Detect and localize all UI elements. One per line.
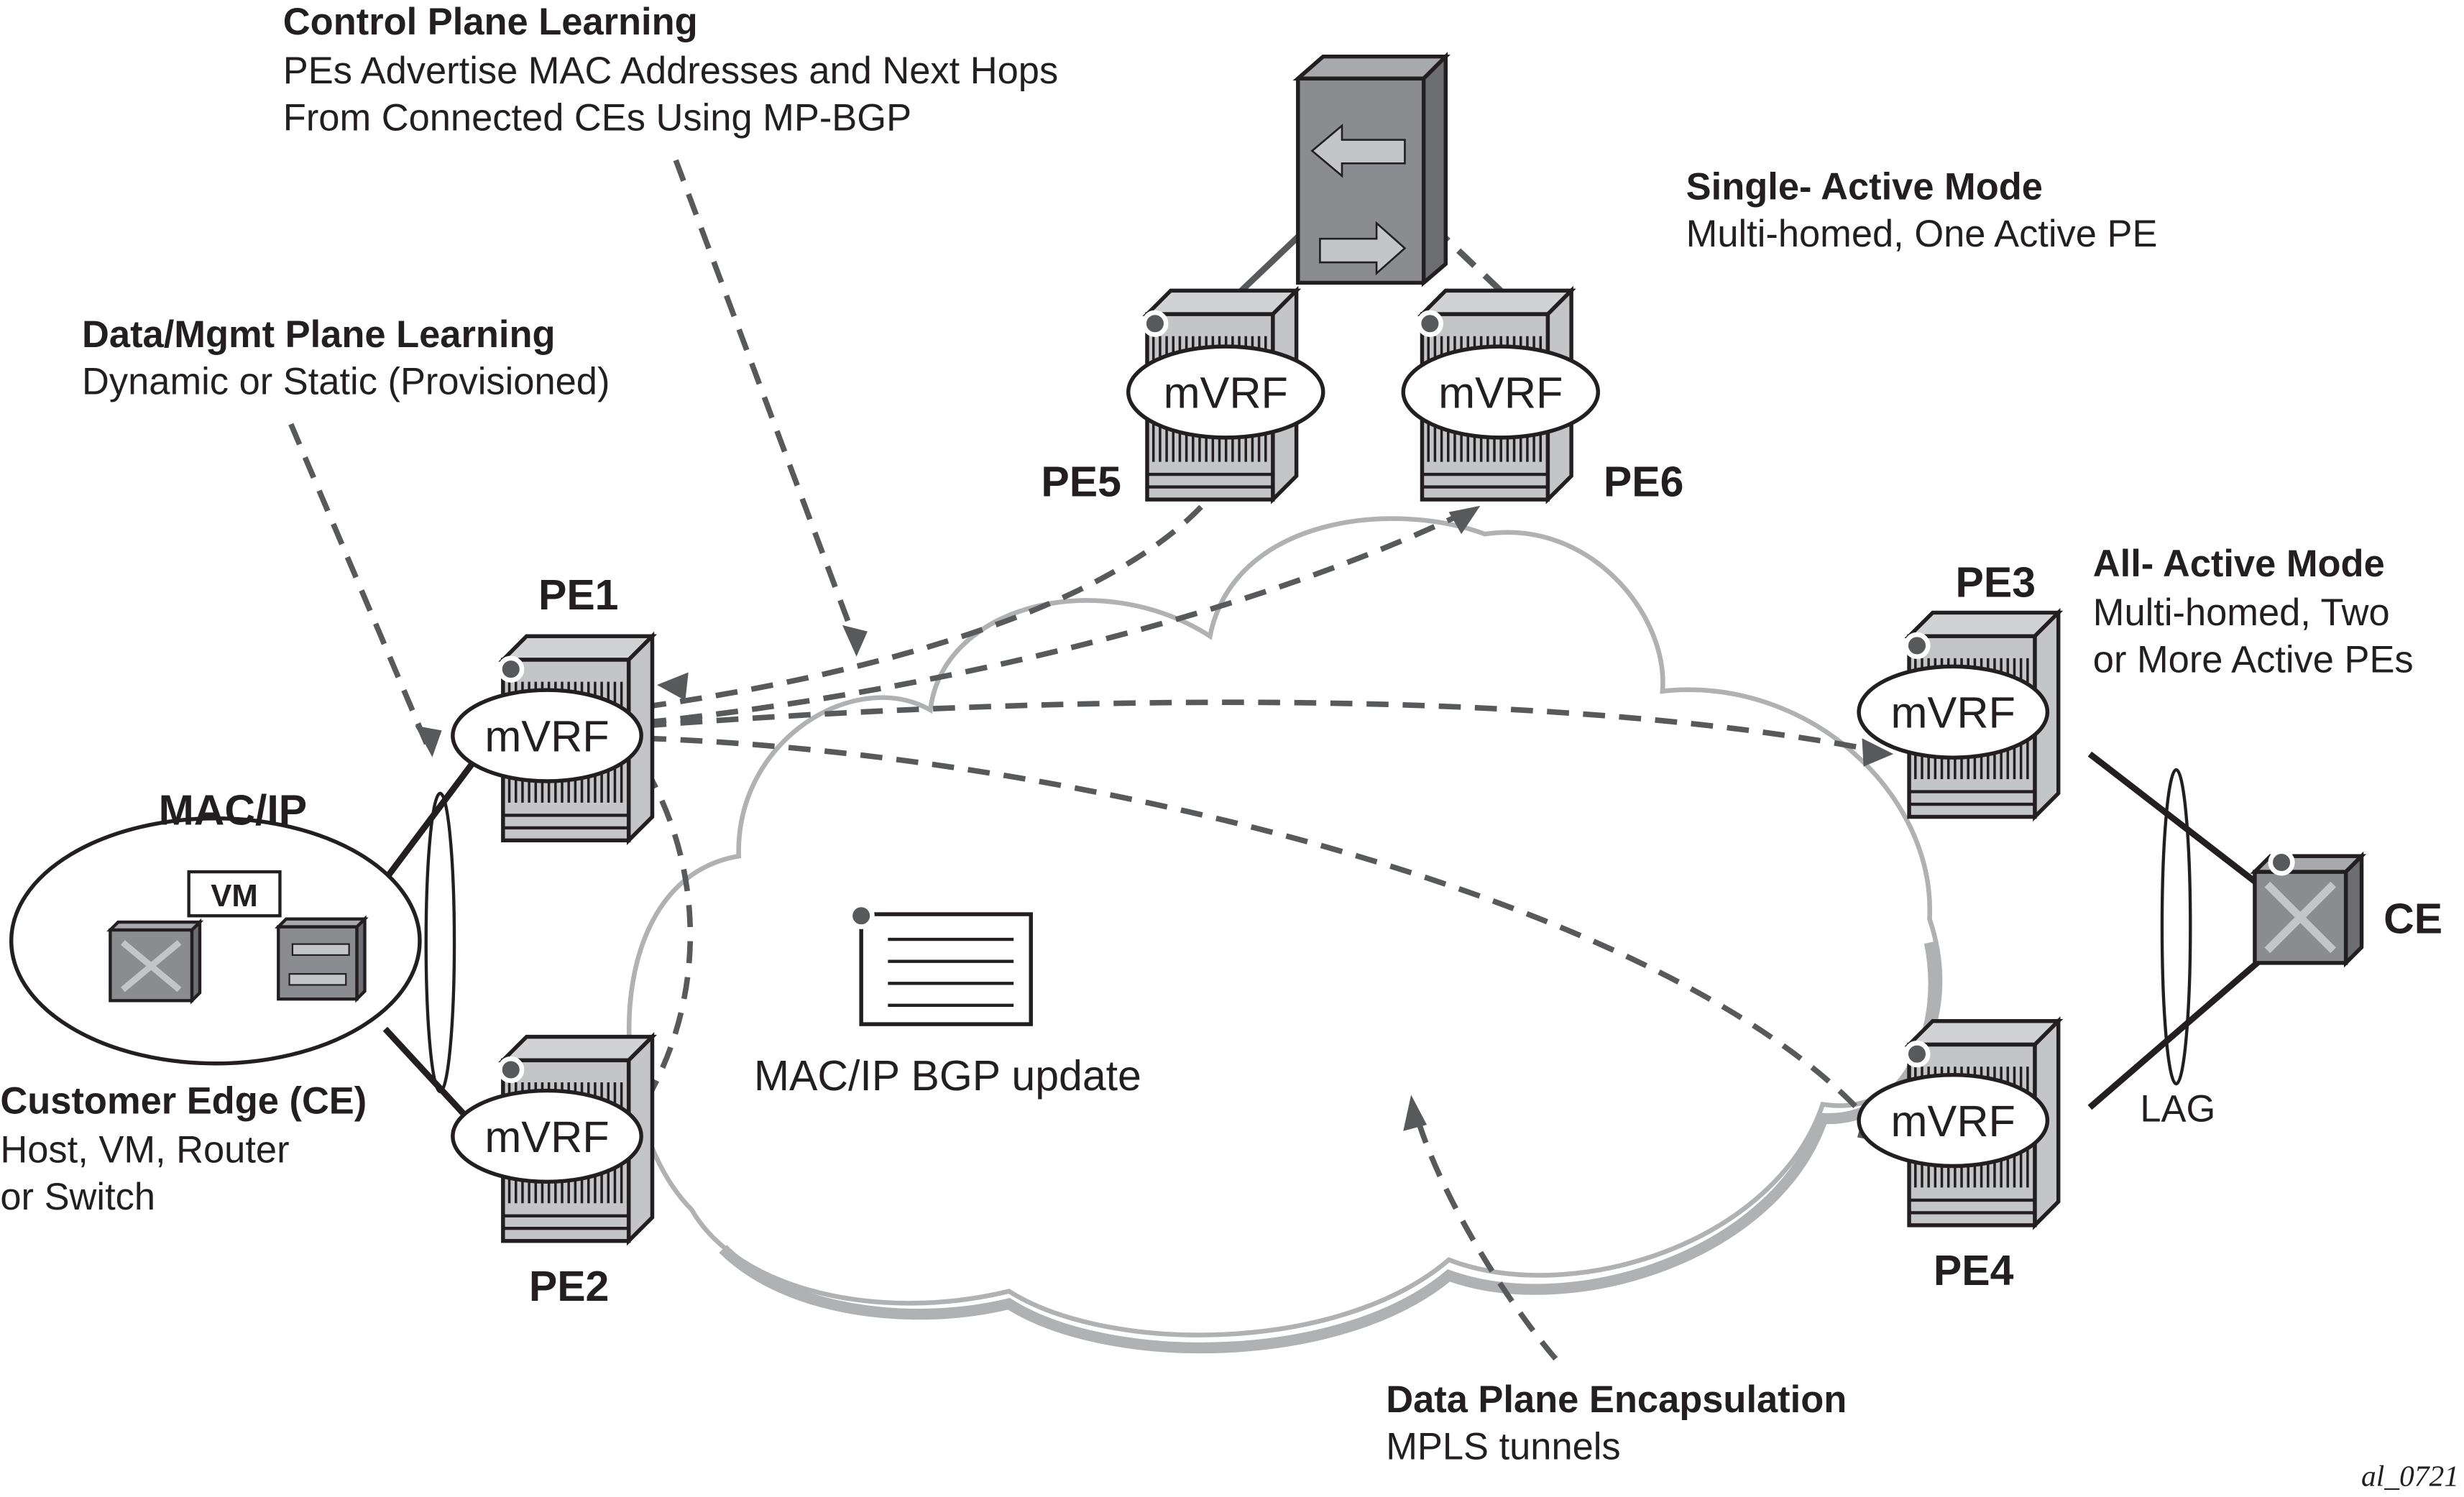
router-icon — [274, 915, 369, 1003]
pe3-label: PE3 — [1955, 559, 2036, 607]
svg-text:Multi-homed, One Active PE: Multi-homed, One Active PE — [1686, 213, 2158, 255]
pe1-router: mVRF — [451, 631, 658, 845]
pe3-router: mVRF — [1857, 607, 2064, 822]
mvrf-ellipse — [451, 688, 643, 783]
mvrf-ellipse — [1126, 344, 1325, 440]
pe5-router: mVRF — [1126, 285, 1325, 505]
pe2-label: PE2 — [529, 1263, 610, 1310]
ce-label: CE — [2383, 895, 2442, 942]
annotation-control-plane: Control Plane Learning PEs Advertise MAC… — [283, 1, 1058, 139]
annotation-data-mgmt-plane: Data/Mgmt Plane Learning Dynamic or Stat… — [82, 314, 610, 403]
annotation-all-active: All- Active Mode Multi-homed, Two or Mor… — [2093, 543, 2414, 681]
links — [382, 198, 2265, 1133]
mvrf-ellipse — [1857, 1072, 2050, 1169]
mvrf-ellipse — [451, 1088, 643, 1184]
mac-ip-group: VM MAC/IP — [9, 787, 422, 1066]
svg-text:Control Plane Learning: Control Plane Learning — [283, 1, 698, 43]
pe2-router: mVRF — [451, 1031, 658, 1246]
svg-text:MPLS tunnels: MPLS tunnels — [1386, 1427, 1620, 1468]
annotation-customer-edge: Customer Edge (CE) Host, VM, Router or S… — [0, 1081, 367, 1218]
mvrf-label: mVRF — [1891, 688, 2015, 737]
bgp-update-document-icon — [847, 902, 1033, 1026]
mvrf-label: mVRF — [1438, 368, 1563, 417]
pe4-label: PE4 — [1934, 1247, 2014, 1294]
mvrf-ellipse — [1401, 344, 1601, 440]
bgp-update-label: MAC/IP BGP update — [754, 1052, 1141, 1100]
mvrf-label: mVRF — [484, 1113, 609, 1161]
svg-text:Data Plane Encapsulation: Data Plane Encapsulation — [1386, 1379, 1847, 1421]
vm-box — [187, 870, 282, 918]
svg-text:Dynamic or Static (Provisioned: Dynamic or Static (Provisioned) — [82, 361, 610, 403]
figure-id: al_0721 — [2361, 1460, 2459, 1493]
svg-text:Data/Mgmt Plane Learning: Data/Mgmt Plane Learning — [82, 314, 556, 356]
pe4-router: mVRF — [1857, 1016, 2064, 1230]
pe5-label: PE5 — [1041, 459, 1121, 506]
svg-text:or Switch: or Switch — [0, 1176, 155, 1218]
mvrf-label: mVRF — [1164, 368, 1288, 417]
svg-text:Customer Edge (CE): Customer Edge (CE) — [0, 1081, 367, 1123]
mvrf-label: mVRF — [484, 711, 609, 760]
pe1-label: PE1 — [538, 571, 619, 619]
pe6-router: mVRF — [1401, 285, 1601, 505]
vm-label: VM — [211, 878, 258, 913]
svg-text:All- Active Mode: All- Active Mode — [2093, 543, 2385, 585]
switch-icon — [106, 918, 204, 1005]
pe6-label: PE6 — [1604, 459, 1684, 506]
dashed-arrows — [288, 159, 1894, 1361]
svg-text:or More Active PEs: or More Active PEs — [2093, 639, 2414, 681]
lag-ellipse-left — [424, 791, 456, 1094]
svg-text:Host, VM, Router: Host, VM, Router — [0, 1129, 289, 1171]
annotation-data-plane: Data Plane Encapsulation MPLS tunnels — [1386, 1379, 1847, 1468]
lag-label: LAG — [2140, 1089, 2215, 1130]
single-active-ce-switch — [1292, 52, 1451, 287]
mpls-cloud — [626, 516, 1943, 1354]
svg-text:Single- Active Mode: Single- Active Mode — [1686, 167, 2043, 208]
svg-text:PEs Advertise MAC Addresses an: PEs Advertise MAC Addresses and Next Hop… — [283, 50, 1058, 92]
mac-ip-label: MAC/IP — [159, 787, 308, 834]
lag-ellipse-right — [2160, 768, 2192, 1086]
svg-text:From Connected CEs Using MP-BG: From Connected CEs Using MP-BGP — [283, 97, 911, 139]
ce-switch — [2250, 849, 2367, 968]
svg-text:Multi-homed, Two: Multi-homed, Two — [2093, 592, 2390, 634]
mvrf-ellipse — [1857, 664, 2050, 760]
mvrf-label: mVRF — [1891, 1097, 2015, 1146]
annotation-single-active: Single- Active Mode Multi-homed, One Act… — [1686, 167, 2158, 256]
